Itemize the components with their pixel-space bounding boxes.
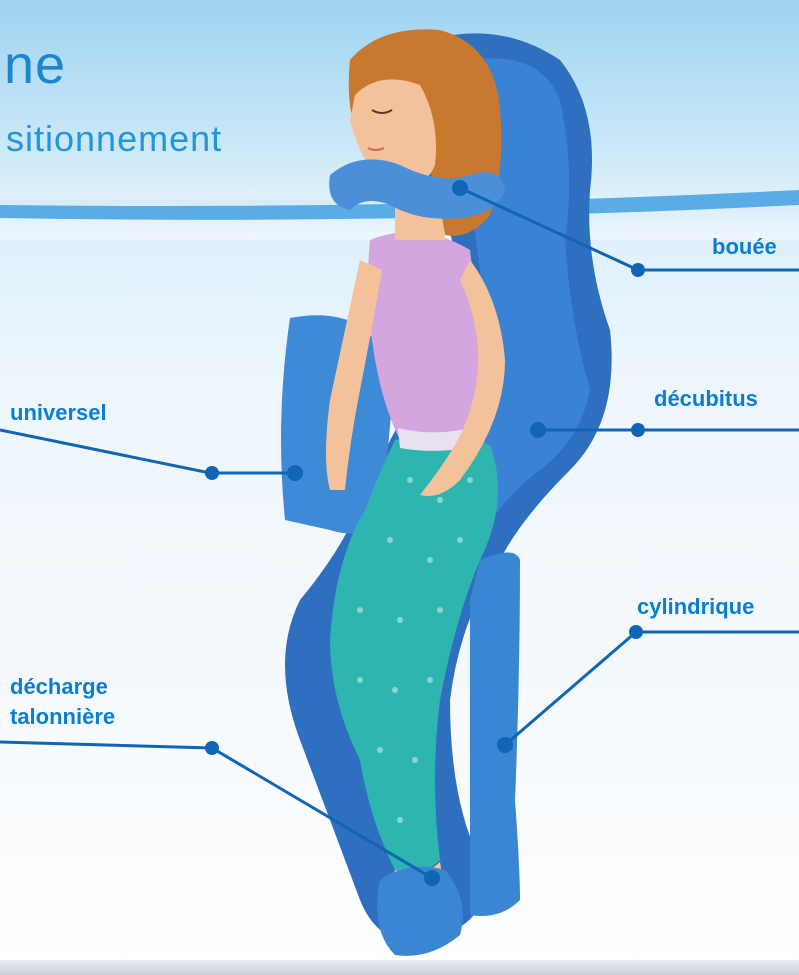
callout-dot-universel-1 — [205, 466, 219, 480]
callout-dot-decubitus-2 — [631, 423, 645, 437]
label-universel: universel — [10, 398, 107, 428]
label-decubitus: décubitus — [654, 384, 758, 414]
label-decharge-line2: talonnière — [10, 702, 115, 732]
callout-line-cylindrique — [505, 632, 799, 745]
callout-dot-cylindrique-1 — [629, 625, 643, 639]
callout-dot-decubitus-1 — [530, 422, 546, 438]
callout-dot-decharge-1 — [205, 741, 219, 755]
label-bouee: bouée — [712, 232, 777, 262]
label-decharge-talonniere: décharge talonnière — [10, 672, 115, 732]
bottom-shadow — [0, 960, 799, 975]
callout-dot-cylindrique-2 — [497, 737, 513, 753]
label-cylindrique: cylindrique — [637, 592, 754, 622]
callout-dot-bouee-2 — [631, 263, 645, 277]
decharge-talonniere-cushion — [377, 867, 463, 956]
callout-dot-bouee-1 — [452, 180, 468, 196]
callout-dot-decharge-2 — [424, 870, 440, 886]
callout-dot-universel-2 — [287, 465, 303, 481]
callout-line-universel — [0, 430, 295, 473]
label-decharge-line1: décharge — [10, 672, 115, 702]
cylindrique-cushion — [470, 553, 520, 917]
